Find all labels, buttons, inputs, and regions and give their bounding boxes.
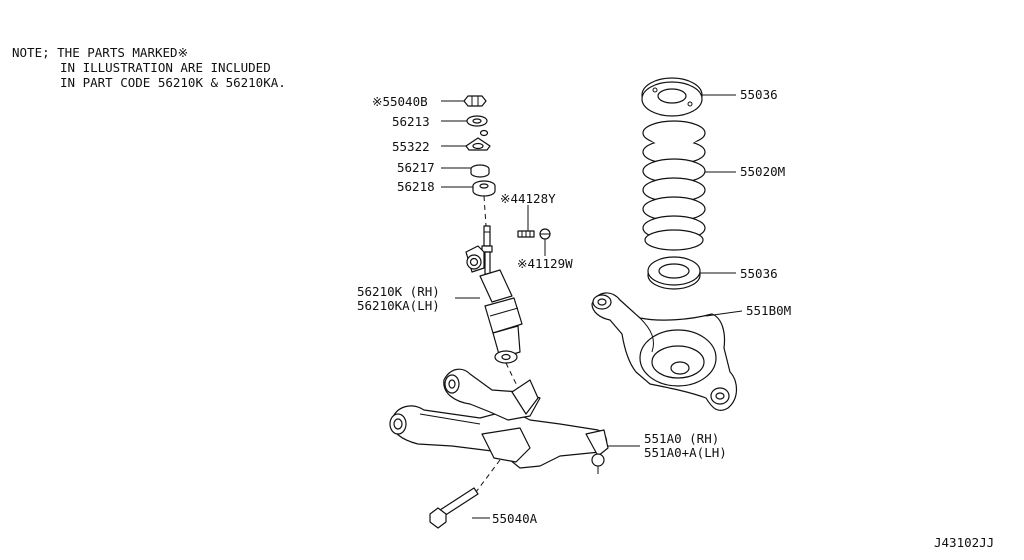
- spring-seat-55036-bottom: [647, 256, 701, 290]
- washer-56213: [466, 115, 488, 127]
- bushing-56218: [472, 180, 496, 197]
- label-55322: 55322: [392, 139, 430, 154]
- label-551A0: 551A0 (RH): [644, 431, 719, 446]
- note-line-1: NOTE; THE PARTS MARKED※: [12, 45, 188, 60]
- bushing-56217: [470, 164, 490, 178]
- note-line-3: IN PART CODE 56210K & 56210KA.: [60, 75, 286, 90]
- label-55036-bottom: 55036: [740, 266, 778, 281]
- label-56213: 56213: [392, 114, 430, 129]
- label-55036-top: 55036: [740, 87, 778, 102]
- bolt-55040A: [429, 459, 501, 529]
- diagram-code: J43102JJ: [934, 535, 994, 550]
- label-551A0A: 551A0+A(LH): [644, 445, 727, 460]
- bracket-55322: [465, 129, 491, 151]
- label-56218: 56218: [397, 179, 435, 194]
- spring-seat-55036-top: [641, 77, 703, 117]
- lower-arm-551A0: [389, 368, 609, 474]
- label-56210KA: 56210KA(LH): [357, 298, 440, 313]
- label-44128Y: ※44128Y: [500, 191, 556, 206]
- note-block: NOTE; THE PARTS MARKED※ IN ILLUSTRATION …: [12, 45, 286, 90]
- lower-link-551B0M: [591, 292, 738, 411]
- nut-41129W: [539, 228, 551, 240]
- label-551B0M: 551B0M: [746, 303, 791, 318]
- label-55040A: 55040A: [492, 511, 538, 526]
- coil-spring-55020M: [642, 120, 706, 251]
- part-labels: ※55040B 56213 55322 56217 56218 ※44128Y …: [357, 87, 994, 550]
- bolt-44128Y: [517, 230, 535, 238]
- label-56210K: 56210K (RH): [357, 284, 440, 299]
- label-56217: 56217: [397, 160, 435, 175]
- label-41129W: ※41129W: [517, 256, 573, 271]
- label-55040B: ※55040B: [372, 94, 428, 109]
- leader-lines: [441, 94, 743, 519]
- note-line-2: IN ILLUSTRATION ARE INCLUDED: [60, 60, 271, 75]
- nut-55040B: [463, 95, 487, 107]
- label-55020M: 55020M: [740, 164, 785, 179]
- shock-absorber-56210K: [465, 195, 523, 393]
